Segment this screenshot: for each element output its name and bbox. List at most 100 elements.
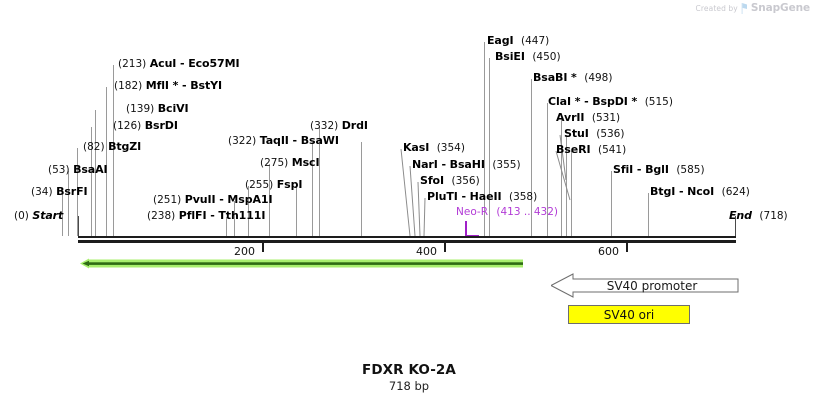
enzyme-pos: (34) [31,186,53,198]
enzyme-pos: (182) [114,80,143,92]
construct-length: 718 bp [388,379,430,393]
feature-sv40-promoter[interactable]: SV40 promoter [551,273,739,298]
enzyme-pos: (275) [260,157,289,169]
enzyme-label-pluti[interactable]: PluTI - HaeII (358) [427,191,538,204]
enzyme-name: AcuI - Eco57MI [149,57,240,70]
enzyme-label-taqii[interactable]: (322) TaqII - BsaWI [228,134,339,148]
enzyme-pos: (531) [591,112,621,124]
enzyme-name: BsrFI [56,185,88,198]
feature-sv40-ori[interactable]: SV40 ori [568,305,690,324]
enzyme-label-sfii[interactable]: SfiI - BglI (585) [613,163,705,177]
enzyme-label-bcivi[interactable]: (139) BciVI [126,103,189,116]
enzyme-pos: (356) [451,175,480,187]
enzyme-pos: (515) [644,96,673,108]
enzyme-label-clai[interactable]: ClaI * - BspDI * (515) [548,95,673,109]
enzyme-label-msci[interactable]: (275) MscI [260,156,320,170]
enzyme-name: BtgI - NcoI [650,185,715,198]
enzyme-name: PvuII - MspA1I [184,193,273,206]
enzyme-name: DrdI [341,119,368,132]
enzyme-label-mfli[interactable]: (182) MflI * - BstYI [114,79,222,93]
enzyme-name: KasI [403,141,430,154]
enzyme-name: FspI [276,178,303,191]
enzyme-name: PflFI - Tth111I [178,209,266,222]
enzyme-label-bsrfi[interactable]: (34) BsrFI [31,185,88,199]
feature-name: Neo-R [456,206,489,218]
feature-label-sv40-promoter: SV40 promoter [606,278,698,293]
watermark-created-by: Created by [695,3,738,13]
ruler-tick-600 [626,243,628,252]
watermark-brand: SnapGene [750,2,810,14]
enzyme-label-bsrdi[interactable]: (126) BsrDI [113,119,178,133]
enzyme-label-eagi[interactable]: EagI (447) [487,34,550,48]
enzyme-pos: (126) [113,120,142,132]
enzyme-name: SfiI - BglI [613,163,669,176]
orf-reverse-arrow[interactable] [80,258,523,269]
enzyme-pos: (322) [228,135,257,147]
marker-label-start: (0) Start [14,209,64,223]
enzyme-name: StuI [564,127,589,140]
enzyme-name: BsiEI [495,50,525,63]
enzyme-name: BsaAI [73,163,108,176]
enzyme-pos: (447) [521,35,550,47]
enzyme-label-sfoi[interactable]: SfoI (356) [420,174,480,188]
enzyme-label-btgzi[interactable]: (82) BtgZI [83,140,142,154]
enzyme-pos: (585) [676,164,705,176]
ruler-tick-label-200: 200 [234,245,255,258]
enzyme-label-pflfi[interactable]: (238) PflFI - Tth111I [147,209,266,223]
ruler-tick-label-400: 400 [416,245,437,258]
ruler-top-line [78,236,736,238]
enzyme-label-drdi[interactable]: (332) DrdI [310,119,368,133]
end-pos: (718) [759,210,788,222]
enzyme-name: NarI - BsaHI [412,158,485,171]
enzyme-pos: (53) [48,164,70,176]
enzyme-pos: (251) [153,194,182,206]
enzyme-pos: (358) [508,191,538,203]
enzyme-label-bsiei[interactable]: BsiEI (450) [495,50,561,64]
enzyme-pos: (82) [83,141,105,153]
enzyme-name: AvrII [556,111,585,124]
enzyme-pos: (536) [596,128,625,140]
enzyme-label-avrii[interactable]: AvrII (531) [556,111,621,125]
enzyme-label-nari[interactable]: NarI - BsaHI (355) [412,158,521,172]
enzyme-name: BseRI [556,143,591,156]
enzyme-label-stui[interactable]: StuI (536) [564,127,625,141]
enzyme-name: BsrDI [144,119,178,132]
enzyme-name: EagI [487,34,514,47]
enzyme-label-bsaai[interactable]: (53) BsaAI [48,163,108,177]
marker-label-end: End (718) [729,209,788,223]
enzyme-label-fspi[interactable]: (255) FspI [245,178,303,192]
enzyme-label-pvuii[interactable]: (251) PvuII - MspA1I [153,193,273,207]
enzyme-pos: (213) [118,58,147,70]
enzyme-name: TaqII - BsaWI [259,134,339,147]
enzyme-pos: (498) [584,72,613,84]
start-label: Start [32,209,64,222]
enzyme-name: BtgZI [108,140,142,153]
feature-bracket-neo-r [465,221,479,237]
enzyme-label-acui[interactable]: (213) AcuI - Eco57MI [118,57,240,71]
snapgene-flag-icon [741,2,748,14]
enzyme-name: SfoI [420,174,444,187]
start-pos: (0) [14,210,29,222]
enzyme-label-btgi[interactable]: BtgI - NcoI (624) [650,185,750,199]
ruler-tick-label-600: 600 [598,245,619,258]
enzyme-name: MflI * - BstYI [145,79,222,92]
feature-label-neo-r[interactable]: Neo-R (413 .. 432) [456,206,558,218]
feature-label-sv40-ori: SV40 ori [603,307,655,322]
enzyme-pos: (541) [597,144,627,156]
enzyme-pos: (450) [532,51,561,63]
enzyme-pos: (354) [436,142,465,154]
enzyme-name: BsaBI * [533,71,577,84]
ruler-bottom-line [78,240,736,243]
end-label: End [729,209,752,222]
construct-title: FDXR KO-2A [362,362,456,378]
enzyme-pos: (238) [147,210,176,222]
enzyme-label-bsabi[interactable]: BsaBI * (498) [533,71,613,85]
ruler-tick-400 [444,243,446,252]
enzyme-label-kasi[interactable]: KasI (354) [403,141,465,155]
ruler-tick-200 [262,243,264,252]
enzyme-name: ClaI * - BspDI * [548,95,638,108]
enzyme-label-bseri[interactable]: BseRI (541) [556,143,627,157]
enzyme-pos: (332) [310,120,339,132]
enzyme-name: MscI [291,156,320,169]
